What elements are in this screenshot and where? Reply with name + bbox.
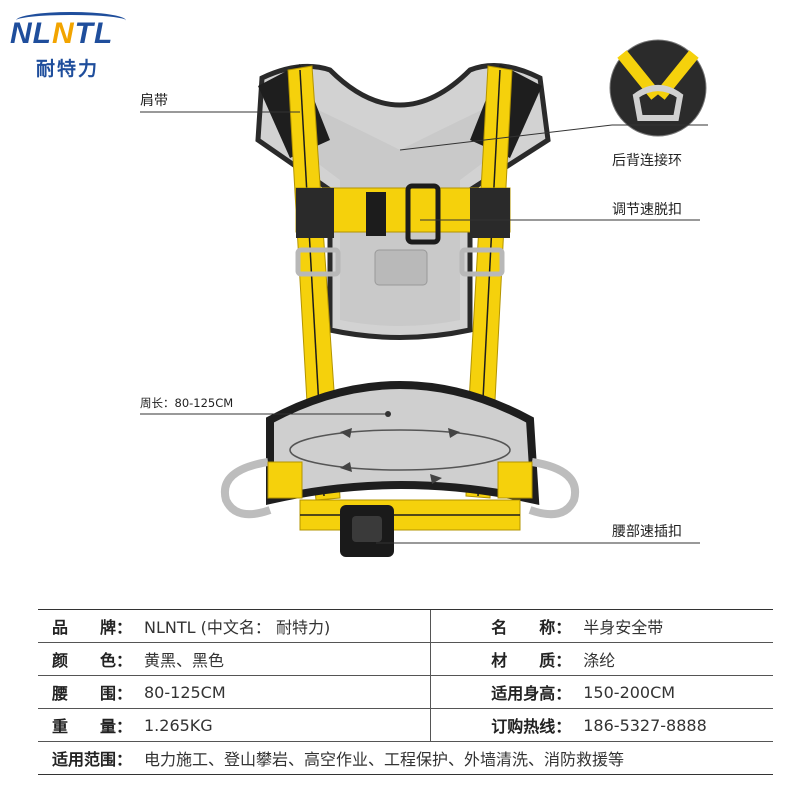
spec-table: 品 牌： NLNTL (中文名： 耐特力) 名 称： 半身安全带 颜 色： 黄黑…	[38, 609, 773, 775]
spec-row: 颜 色： 黄黑、黑色 材 质： 涤纶	[38, 642, 773, 676]
spec-key-brand: 品 牌：	[38, 609, 144, 643]
spec-value-usage: 电力施工、登山攀岩、高空作业、工程保护、外墙清洗、消防救援等	[144, 741, 773, 775]
spec-row: 品 牌： NLNTL (中文名： 耐特力) 名 称： 半身安全带	[38, 609, 773, 643]
spec-key-name: 名 称：	[430, 609, 584, 643]
right-metal-loop	[459, 247, 505, 277]
spec-value-color: 黄黑、黑色	[144, 642, 431, 676]
circumference-arrow	[289, 429, 511, 471]
spec-value-weight: 1.265KG	[144, 708, 431, 742]
spec-key-height: 适用身高：	[430, 675, 584, 709]
quick-release-buckle	[405, 183, 441, 245]
right-d-ring	[528, 458, 580, 519]
spec-key-color: 颜 色：	[38, 642, 144, 676]
label-circumference: 周长：80-125CM	[140, 396, 234, 410]
label-quick-release: 调节速脱扣	[612, 202, 682, 218]
back-label-patch	[374, 249, 428, 286]
label-back-ring: 后背连接环	[612, 153, 682, 169]
spec-key-waist: 腰 围：	[38, 675, 144, 709]
label-shoulder-strap: 肩带	[140, 93, 168, 109]
spec-row: 腰 围： 80-125CM 适用身高： 150-200CM	[38, 675, 773, 709]
spec-key-usage: 适用范围：	[38, 741, 144, 775]
spec-value-material: 涤纶	[583, 642, 773, 676]
spec-key-weight: 重 量：	[38, 708, 144, 742]
logo-chinese-name: 耐特力	[36, 58, 100, 80]
spec-value-brand: NLNTL (中文名： 耐特力)	[144, 609, 431, 643]
spec-value-hotline: 186-5327-8888	[583, 708, 773, 742]
waist-belt	[266, 381, 540, 506]
spec-value-waist: 80-125CM	[144, 675, 431, 709]
spec-value-name: 半身安全带	[583, 609, 773, 643]
harness-illustration	[140, 39, 708, 557]
spec-key-material: 材 质：	[430, 642, 584, 676]
spec-row: 重 量： 1.265KG 订购热线： 186-5327-8888	[38, 708, 773, 742]
spec-key-hotline: 订购热线：	[430, 708, 584, 742]
left-metal-loop	[295, 247, 341, 277]
spec-row: 适用范围： 电力施工、登山攀岩、高空作业、工程保护、外墙清洗、消防救援等	[38, 741, 773, 775]
label-waist-buckle: 腰部速插扣	[612, 524, 682, 540]
left-d-ring	[220, 458, 272, 519]
logo-swoosh	[16, 12, 126, 29]
brand-logo: NLNTL 耐特力	[10, 12, 150, 80]
spec-value-height: 150-200CM	[583, 675, 773, 709]
